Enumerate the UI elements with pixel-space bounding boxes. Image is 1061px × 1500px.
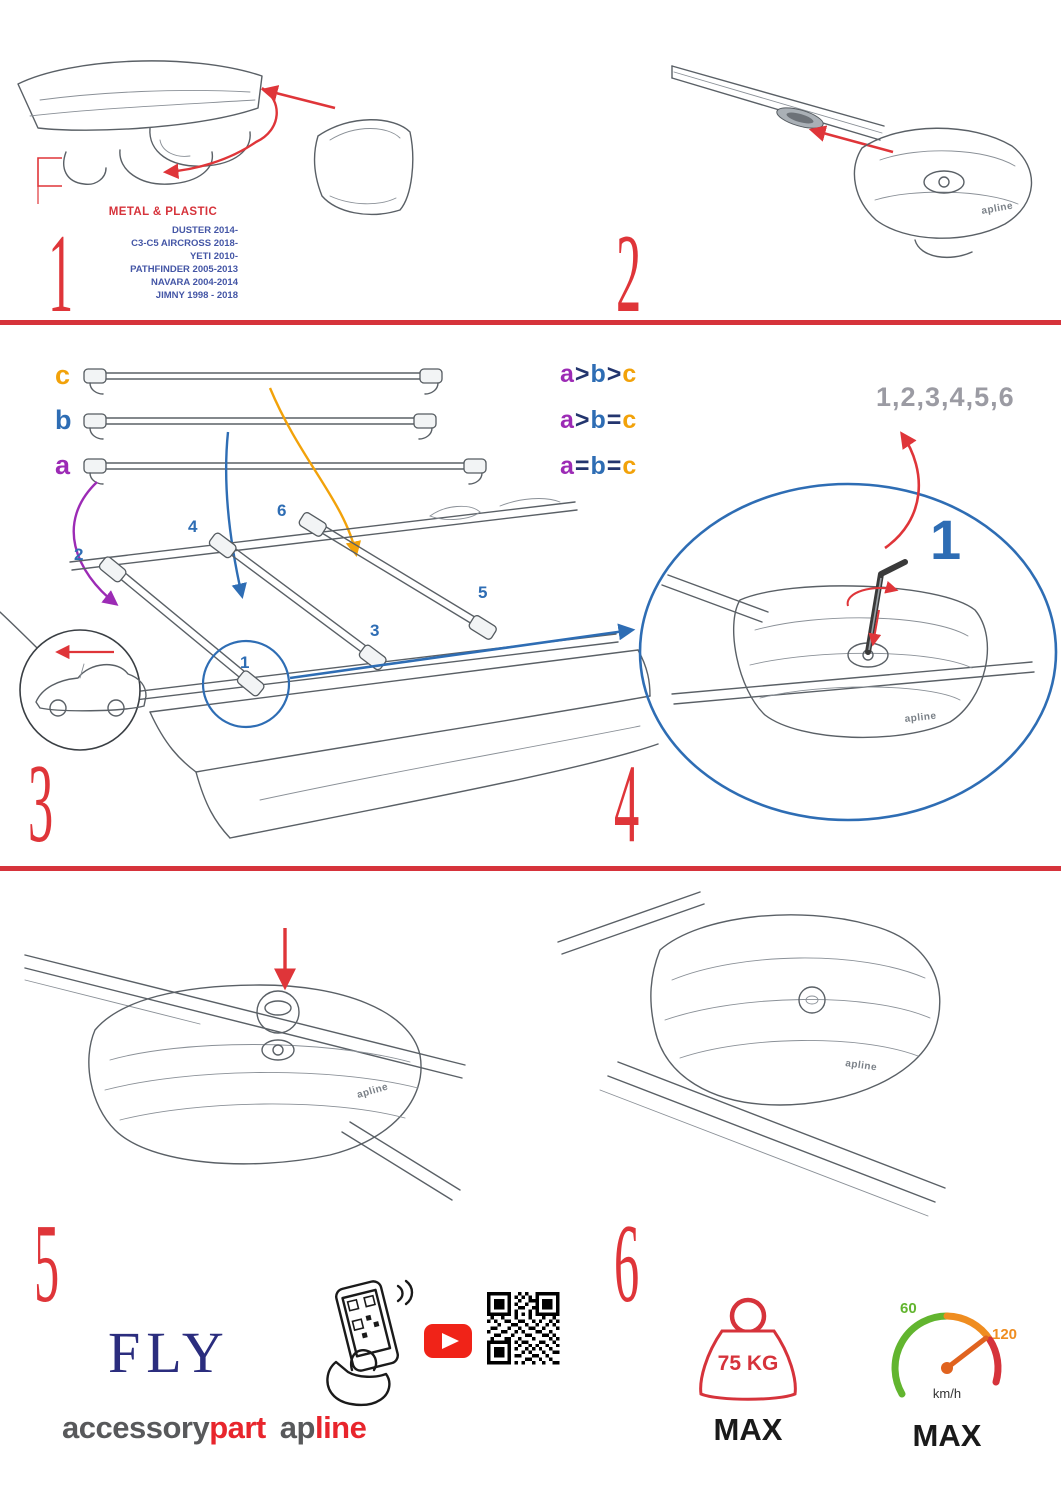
bar-label-b: b	[55, 405, 72, 435]
product-name: FLY	[108, 1320, 230, 1385]
step-number-2: 2	[616, 212, 642, 336]
position-number-6: 6	[277, 501, 287, 520]
legend-a: a	[560, 406, 575, 434]
legend-row-2: a>b=c	[560, 408, 637, 433]
step-number-4: 4	[614, 742, 640, 866]
model-line: JIMNY 1998 - 2018	[155, 290, 238, 301]
position-number-4: 4	[188, 517, 198, 536]
youtube-icon	[424, 1324, 472, 1358]
route-curve-c	[268, 387, 362, 558]
legend-c: c	[622, 452, 638, 480]
logo-ap: ap	[279, 1410, 316, 1445]
scan-phone-icon	[326, 1279, 414, 1407]
brand-accessory: accessory	[62, 1410, 210, 1445]
speed-unit-label: km/h	[932, 1386, 962, 1401]
position-number-1: 1	[240, 653, 250, 672]
detail-circle-drawing: apline	[638, 431, 1058, 822]
legend-b: b	[590, 360, 607, 388]
detail-pointer-arrow	[289, 623, 636, 680]
crossbar-end-drawing: apline	[671, 65, 1033, 259]
brand-part: part	[209, 1410, 266, 1445]
model-list: DUSTER 2014- C3-C5 AIRCROSS 2018- YETI 2…	[60, 224, 238, 302]
cover-arrow	[37, 85, 336, 204]
legend-c: c	[622, 406, 638, 434]
speedometer-icon	[891, 1312, 1002, 1398]
position-1-highlight-circle	[201, 639, 291, 729]
apline-mark-p5: apline	[356, 1082, 390, 1101]
model-line: NAVARA 2004-2014	[151, 277, 238, 288]
max-weight-icon	[699, 1297, 797, 1401]
apline-mark-p6: apline	[845, 1058, 878, 1073]
model-line: DUSTER 2014-	[172, 225, 238, 236]
roof-bar-1	[98, 556, 265, 697]
step-number-5: 5	[34, 1202, 60, 1326]
roof-drawing	[0, 498, 659, 839]
route-curve-a	[72, 481, 119, 606]
qr-code	[487, 1292, 560, 1365]
max-weight-label: MAX	[713, 1412, 783, 1447]
max-speed-label: MAX	[912, 1418, 982, 1453]
step-number-3: 3	[28, 742, 54, 866]
legend-b: b	[590, 406, 607, 434]
bar-label-a: a	[55, 450, 71, 480]
model-line: PATHFINDER 2005-2013	[130, 264, 238, 275]
position-number-5: 5	[478, 583, 488, 602]
bar-label-c: c	[55, 360, 71, 390]
apline-mark-p4: apline	[904, 711, 937, 725]
logo-line: line	[314, 1410, 367, 1445]
sequence-arrow	[884, 431, 921, 550]
bars-abc-drawing	[72, 368, 487, 606]
section-divider-1	[0, 320, 1061, 325]
legend-op: =	[574, 452, 591, 480]
legend-a: a	[560, 360, 575, 388]
position-number-3: 3	[370, 621, 380, 640]
max-weight-value: 75 KG	[717, 1352, 779, 1375]
tightening-sequence: 1,2,3,4,5,6	[876, 382, 1015, 412]
speed-low-label: 60	[900, 1300, 917, 1317]
step-number-1: 1	[48, 212, 74, 336]
legend-op: =	[606, 452, 623, 480]
model-line: YETI 2010-	[189, 251, 238, 262]
roof-bar-2	[208, 532, 387, 671]
step-number-6: 6	[614, 1202, 640, 1326]
model-line: C3-C5 AIRCROSS 2018-	[131, 238, 238, 249]
legend-op: >	[574, 406, 591, 434]
first-position-label: 1	[930, 508, 962, 571]
legend-a: a	[560, 452, 575, 480]
foot-locked-drawing: apline	[557, 891, 946, 1217]
route-curve-b	[225, 431, 247, 600]
foot-knob-drawing: apline	[24, 928, 466, 1201]
apline-mark-p2: apline	[981, 201, 1014, 217]
legend-op: >	[606, 360, 623, 388]
section-divider-2	[0, 866, 1061, 871]
legend-op: >	[574, 360, 591, 388]
speed-high-label: 120	[992, 1326, 1018, 1343]
material-label: METAL & PLASTIC	[108, 206, 218, 218]
legend-row-1: a>b>c	[560, 362, 637, 387]
legend-c: c	[622, 360, 638, 388]
legend-row-3: a=b=c	[560, 454, 637, 479]
legend-op: =	[606, 406, 623, 434]
position-number-2: 2	[74, 545, 84, 564]
car-inset	[19, 629, 147, 751]
rotate-arrow	[846, 580, 899, 607]
foot-cover-drawing	[17, 60, 414, 216]
roof-bar-3	[298, 512, 497, 640]
legend-b: b	[590, 452, 607, 480]
